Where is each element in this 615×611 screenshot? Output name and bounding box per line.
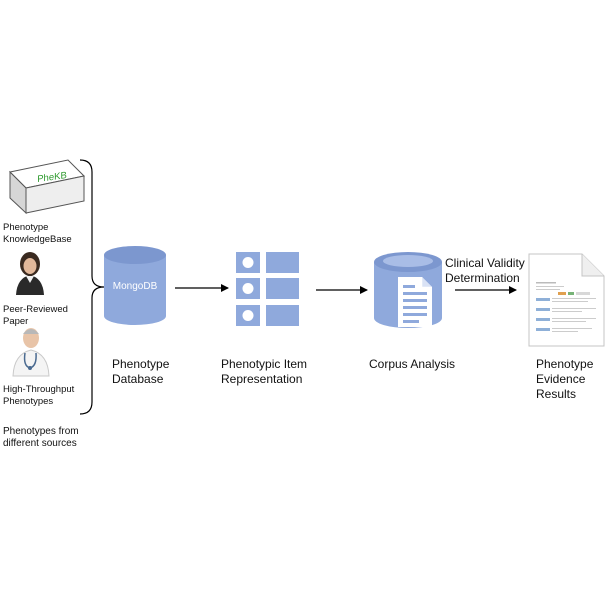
corpus-analysis-icon xyxy=(374,252,442,328)
phekb-caption-line-2: KnowledgeBase xyxy=(3,234,72,245)
sources-group-caption-line-1: Phenotypes from xyxy=(3,426,79,437)
phekb-caption-line-1: Phenotype xyxy=(3,222,49,233)
validity-edge-label: Clinical Validity Determination xyxy=(445,256,525,286)
database-caption-line-1: Phenotype xyxy=(112,357,170,371)
sources-group-caption: Phenotypes from different sources xyxy=(3,426,79,450)
results-caption-line-1: Phenotype xyxy=(536,357,594,371)
items-caption-line-2: Representation xyxy=(221,372,303,386)
results-caption: Phenotype Evidence Results xyxy=(536,357,593,402)
validity-label-line-2: Determination xyxy=(445,271,520,285)
database-caption-line-2: Database xyxy=(112,372,164,386)
results-document-icon xyxy=(528,253,605,347)
doctor-avatar-icon xyxy=(12,328,50,377)
woman-avatar-icon xyxy=(16,252,44,295)
database-caption: Phenotype Database xyxy=(112,357,169,387)
paper-caption-line-2: Paper xyxy=(3,316,29,327)
corpus-caption: Corpus Analysis xyxy=(369,357,455,372)
validity-label-line-1: Clinical Validity xyxy=(445,256,525,270)
items-caption-line-1: Phenotypic Item xyxy=(221,357,308,371)
mongodb-database-icon xyxy=(104,246,166,325)
items-caption: Phenotypic Item Representation xyxy=(221,357,307,387)
htp-caption: High-Throughput Phenotypes xyxy=(3,384,74,408)
phenotypic-item-grid-icon xyxy=(236,252,299,326)
paper-caption-line-1: Peer-Reviewed xyxy=(3,304,68,315)
phekb-box-icon xyxy=(8,159,86,215)
htp-caption-line-2: Phenotypes xyxy=(3,396,54,407)
sources-group-caption-line-2: different sources xyxy=(3,438,77,449)
htp-caption-line-1: High-Throughput xyxy=(3,384,75,395)
paper-caption: Peer-Reviewed Paper xyxy=(3,304,68,328)
corpus-caption-line-1: Corpus Analysis xyxy=(369,357,456,371)
mongodb-logo-text: MongoDB xyxy=(112,281,158,292)
phekb-caption: Phenotype KnowledgeBase xyxy=(3,222,72,246)
results-caption-line-3: Results xyxy=(536,387,577,401)
results-caption-line-2: Evidence xyxy=(536,372,586,386)
